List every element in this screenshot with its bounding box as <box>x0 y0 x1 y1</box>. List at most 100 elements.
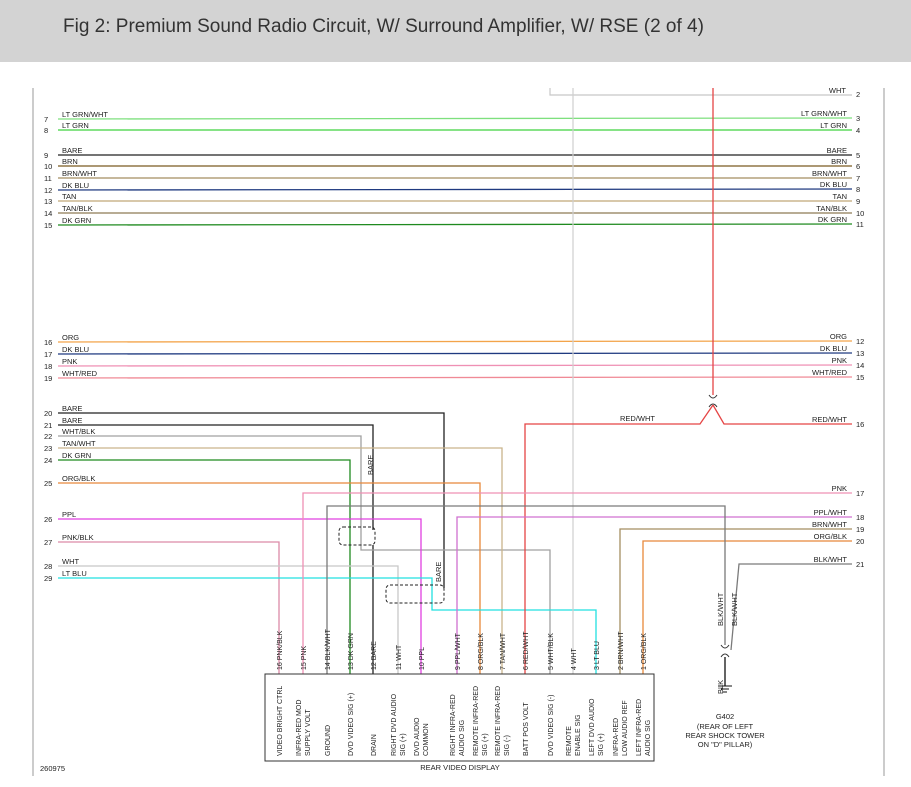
left-pin-number: 26 <box>44 515 52 524</box>
left-wire-label: WHT <box>62 557 79 566</box>
left-pin-number: 25 <box>44 479 52 488</box>
pin-function-label: SIG (+) <box>400 733 407 756</box>
ground-wire-lower: BLK <box>716 680 725 694</box>
pin-color-label: 11 WHT <box>396 644 403 670</box>
right-wire-label: PNK <box>832 356 847 365</box>
pin-function-label: COMMON <box>423 723 430 756</box>
pin-function-label: INFRA-RED MOD <box>296 700 303 756</box>
wire-red-wht-display <box>524 404 714 674</box>
wire-label: WHT <box>829 86 846 95</box>
pin-color-label: 3 LT BLU <box>594 641 601 670</box>
pin-function-label: VIDEO BRIGHT CTRL <box>277 686 284 756</box>
right-wire-label: BRN/WHT <box>812 169 847 178</box>
pin-function-label: REMOTE INFRA-RED <box>495 686 502 756</box>
pin-function-label: SIG (+) <box>598 733 605 756</box>
left-pin-number: 10 <box>44 162 52 171</box>
pin-function-label: AUDIO SIG <box>459 720 466 756</box>
left-wire-label: DK BLU <box>62 181 89 190</box>
left-wire-label: BRN <box>62 157 78 166</box>
pin-color-label: 4 WHT <box>571 648 578 671</box>
left-wire-label: TAN <box>62 192 76 201</box>
splice-mark <box>708 394 718 399</box>
right-wire-label: BLK/WHT <box>814 555 848 564</box>
pin-function-label: LEFT DVD AUDIO <box>589 698 596 756</box>
right-wire-label: DK BLU <box>820 180 847 189</box>
pin-color-label: 10 PPL <box>419 647 426 670</box>
right-pin-number: 14 <box>856 361 864 370</box>
ground-desc-line-2: REAR SHOCK TOWER <box>685 731 765 740</box>
right-pin-number: 15 <box>856 373 864 382</box>
splice-mark <box>720 653 730 658</box>
right-wire-label: TAN/BLK <box>816 204 847 213</box>
wire-tan-wht <box>58 447 503 674</box>
left-wire-label: LT GRN <box>62 121 89 130</box>
pin-function-label: GROUND <box>325 725 332 756</box>
left-pin-number: 15 <box>44 221 52 230</box>
wire-dk-grn <box>58 459 351 674</box>
left-pin-number: 11 <box>44 174 52 183</box>
right-wire-label: ORG/BLK <box>814 532 847 541</box>
pass-through-wire <box>57 117 853 120</box>
right-pin-number: 6 <box>856 162 860 171</box>
right-wire-label: BRN/WHT <box>812 520 847 529</box>
red-wht-label: RED/WHT <box>620 414 655 423</box>
left-wire-label: PNK <box>62 357 77 366</box>
pin-function-label: INFRA-RED <box>613 718 620 756</box>
left-wire-label: TAN/BLK <box>62 204 93 213</box>
pin-color-label: 7 TAN/WHT <box>500 632 507 670</box>
right-wire-label: RED/WHT <box>812 415 847 424</box>
right-pin-number: 16 <box>856 420 864 429</box>
pass-through-wire <box>57 340 853 343</box>
left-wire-label: BARE <box>62 416 82 425</box>
pin-color-label: 9 PPL/WHT <box>455 632 462 670</box>
pin-color-label: 8 ORG/BLK <box>478 633 485 670</box>
ground-wire-upper-a: BLK/WHT <box>716 592 725 626</box>
left-pin-number: 29 <box>44 574 52 583</box>
right-wire-label: LT GRN/WHT <box>801 109 847 118</box>
left-pin-number: 7 <box>44 115 48 124</box>
wire-pnk-17 <box>302 492 852 674</box>
pin-function-label: DRAIN <box>371 734 378 756</box>
pin-color-label: 1 ORG/BLK <box>641 633 648 670</box>
left-pin-number: 13 <box>44 197 52 206</box>
wire-wht-28 <box>58 565 399 674</box>
pin-function-label: DVD VIDEO SIG (+) <box>348 693 355 756</box>
wire-wht-blk <box>58 435 551 674</box>
left-pin-number: 19 <box>44 374 52 383</box>
ground-desc-line-3: ON "D" PILLAR) <box>698 740 753 749</box>
splice-mark <box>708 403 718 408</box>
right-pin-number: 10 <box>856 209 864 218</box>
pin-function-label: DVD VIDEO SIG (-) <box>548 695 555 756</box>
pin-color-label: 2 BRN/WHT <box>618 631 625 670</box>
right-wire-label: LT GRN <box>820 121 847 130</box>
pin-function-label: SUPPLY VOLT <box>305 709 312 756</box>
left-pin-number: 8 <box>44 126 48 135</box>
wire-org-blk-20 <box>642 540 852 674</box>
diagram-id: 260975 <box>40 764 65 773</box>
wire-bare-21 <box>58 424 374 530</box>
left-wire-label: TAN/WHT <box>62 439 96 448</box>
shield-upper <box>338 526 376 546</box>
pin-color-label: 12 BARE <box>371 641 378 670</box>
wire-ground-return <box>326 505 726 674</box>
right-pin-number: 20 <box>856 537 864 546</box>
wire-bare-20 <box>58 412 445 588</box>
left-pin-number: 9 <box>44 151 48 160</box>
diagram-frame <box>32 88 885 776</box>
left-wire-label: BARE <box>62 404 82 413</box>
right-wire-label: PNK <box>832 484 847 493</box>
bare-label-upper: BARE <box>366 455 375 475</box>
left-pin-number: 12 <box>44 186 52 195</box>
right-pin-number: 7 <box>856 174 860 183</box>
right-wire-label: TAN <box>833 192 847 201</box>
pin-function-label: ENABLE SIG <box>575 714 582 756</box>
left-pin-number: 16 <box>44 338 52 347</box>
pin-function-label: DVD AUDIO <box>414 717 421 756</box>
right-wire-label: BRN <box>831 157 847 166</box>
right-wire-label: DK GRN <box>818 215 847 224</box>
figure-title: Fig 2: Premium Sound Radio Circuit, W/ S… <box>63 16 704 37</box>
pin-function-label: SIG (-) <box>504 735 511 756</box>
left-pin-number: 23 <box>44 444 52 453</box>
left-wire-label: BARE <box>62 146 82 155</box>
pin-function-label: SIG (+) <box>482 733 489 756</box>
